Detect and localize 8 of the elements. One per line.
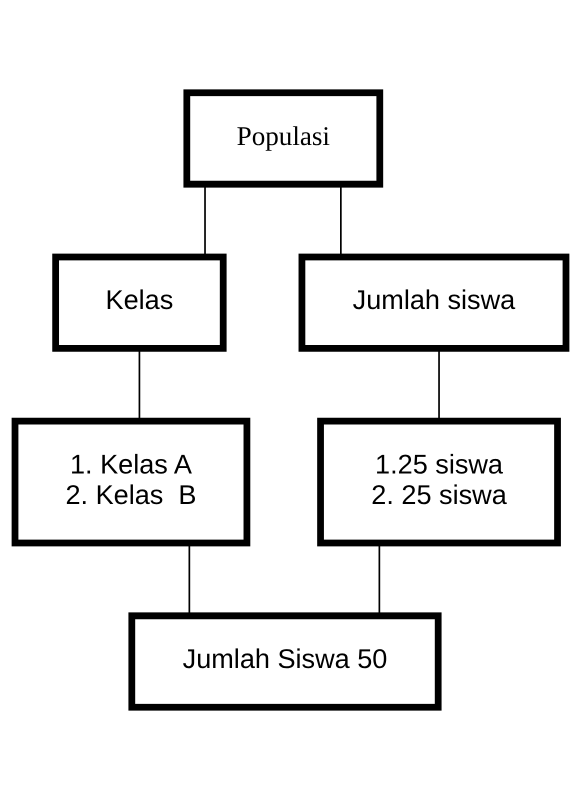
node-box: Jumlah siswa: [298, 254, 570, 352]
node-box: 1.25 siswa 2. 25 siswa: [317, 418, 561, 546]
node-box: Jumlah Siswa 50: [128, 612, 442, 711]
connector: [188, 543, 190, 616]
node-box: 1. Kelas A 2. Kelas B: [12, 418, 250, 546]
node-box: Populasi: [183, 89, 384, 188]
node-box: Kelas: [52, 254, 227, 352]
connector: [378, 543, 380, 616]
